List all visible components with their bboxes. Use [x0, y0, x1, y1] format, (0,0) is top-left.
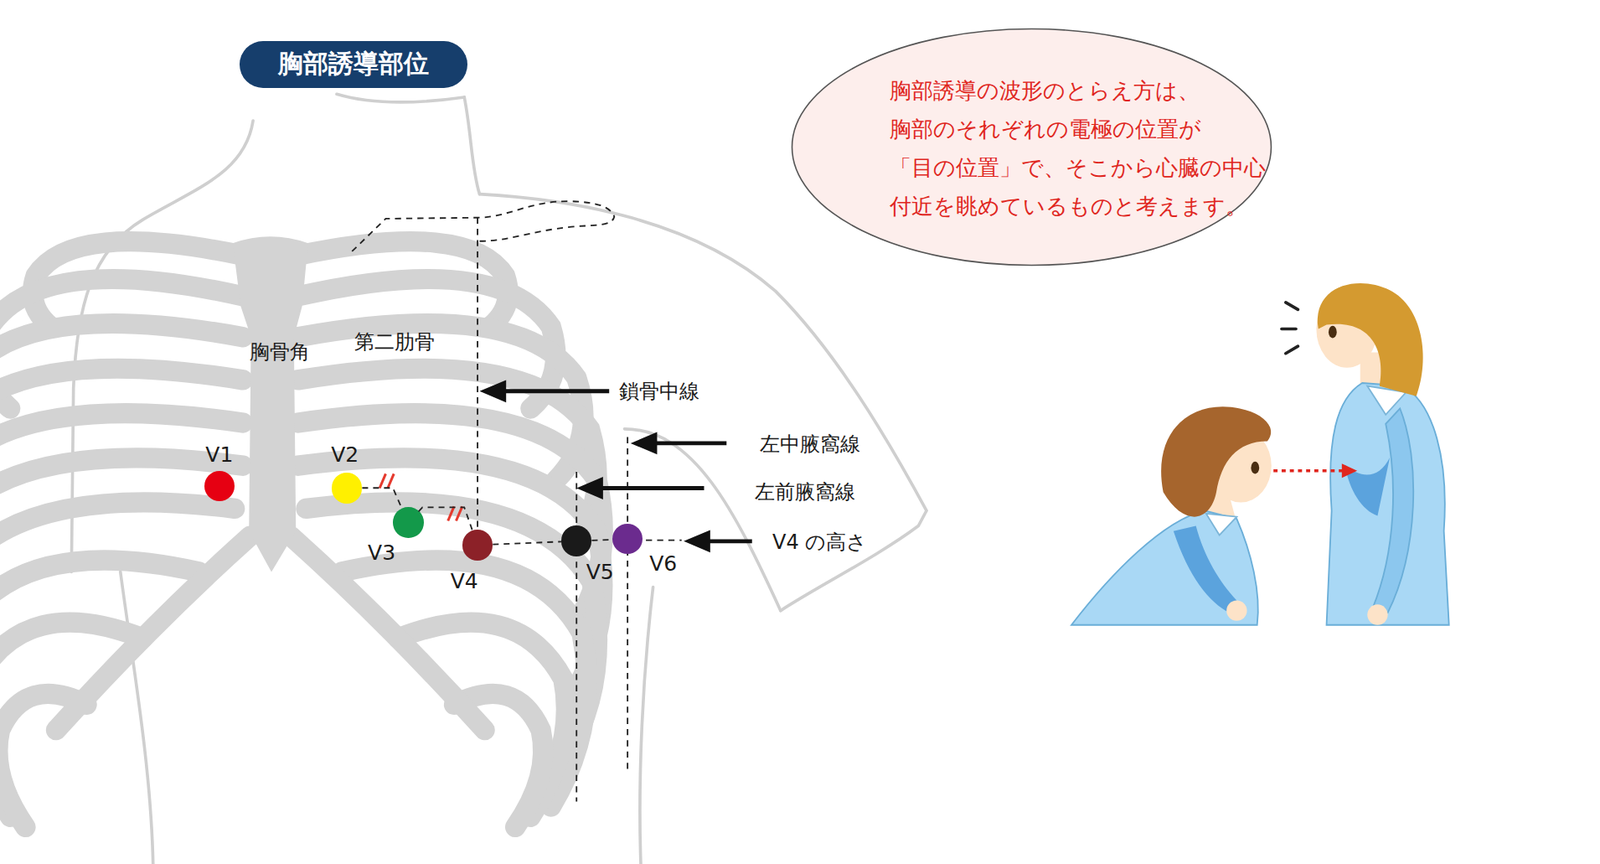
standing-nurse — [1281, 283, 1450, 625]
hair — [1161, 406, 1271, 517]
eye — [1328, 325, 1337, 339]
neck-outline — [336, 93, 465, 103]
hand — [1226, 599, 1247, 620]
body-outline — [71, 93, 927, 863]
dashed-connector — [361, 487, 402, 509]
arm-outline — [624, 428, 780, 611]
anatomy-label: 左中腋窩線 — [759, 430, 861, 458]
dress — [1071, 510, 1259, 625]
sternum — [232, 236, 309, 572]
anterior-axillary-line — [575, 471, 578, 801]
hair — [1317, 283, 1424, 397]
right-ribs — [290, 241, 603, 827]
electrode-label: V1 — [205, 442, 233, 467]
arm — [1372, 407, 1414, 613]
bending-nurse — [1071, 406, 1272, 625]
electrode-dot: V5 — [561, 525, 593, 557]
surprise-marks — [1281, 302, 1298, 354]
body-outline — [640, 587, 654, 864]
gaze-arrow — [1273, 469, 1345, 473]
title-pill: 胸部誘導部位 — [239, 41, 468, 88]
electrode-dot: V3 — [392, 506, 424, 538]
dress — [1326, 382, 1450, 625]
arm — [1173, 526, 1238, 614]
dashed-connector — [591, 538, 612, 542]
v4-level-line — [645, 539, 682, 542]
arrow-head — [683, 529, 711, 553]
pointer-arrow — [653, 440, 728, 445]
dress-shade — [1344, 457, 1390, 516]
electrode-dot: V2 — [331, 472, 363, 504]
electrode-dot: V4 — [462, 529, 494, 561]
electrode-label: V2 — [330, 442, 359, 467]
electrode-label: V5 — [586, 559, 615, 584]
arrow-heads — [480, 379, 711, 553]
electrode-label: V4 — [450, 568, 479, 594]
anatomy-label: 左前腋窩線 — [754, 478, 856, 506]
surprise-mark — [1285, 345, 1299, 354]
left-ribs — [0, 241, 250, 827]
arrow-head — [630, 432, 658, 455]
reference-lines — [477, 217, 682, 802]
anatomy-label: V4 の高さ — [772, 528, 868, 556]
electrode-dot: V6 — [612, 523, 644, 555]
equal-mark — [379, 473, 394, 488]
rib-cage — [0, 241, 604, 827]
ellipse-outline — [790, 27, 1273, 267]
electrode-label: V3 — [367, 539, 396, 564]
dashed-connector — [492, 541, 562, 544]
dashed-connector — [418, 506, 473, 531]
pointer-arrow — [707, 538, 753, 543]
pointer-arrow — [599, 485, 704, 491]
anatomy-label: 鎖骨中線 — [619, 377, 700, 405]
surprise-mark — [1281, 327, 1296, 331]
pointer-arrows — [501, 391, 752, 542]
body-outline — [464, 97, 480, 195]
callout-ellipse: 胸部誘導の波形のとらえ方は、 胸部のそれぞれの電極の位置が 「目の位置」で、そこ… — [790, 27, 1273, 267]
eye — [1250, 461, 1260, 475]
electrode-label: V6 — [649, 551, 677, 576]
anatomy-label: 胸骨角 — [249, 338, 310, 366]
arrow-head — [576, 476, 604, 500]
midclavicular-line — [476, 217, 479, 531]
surprise-mark — [1285, 302, 1299, 310]
equal-mark — [448, 505, 463, 521]
callout-text: 胸部誘導の波形のとらえ方は、 胸部のそれぞれの電極の位置が 「目の位置」で、そこ… — [889, 71, 1271, 226]
clavicle-outline — [351, 201, 615, 252]
pointer-arrow — [501, 388, 610, 393]
body-outline — [120, 571, 154, 863]
arrow-head — [480, 379, 507, 403]
electrode-dot: V1 — [204, 470, 236, 502]
hand — [1367, 603, 1388, 625]
anatomy-label: 第二肋骨 — [354, 328, 435, 356]
ellipse-outline — [792, 28, 1272, 265]
gaze-arrow-head — [1341, 463, 1358, 478]
collar — [1206, 513, 1238, 536]
